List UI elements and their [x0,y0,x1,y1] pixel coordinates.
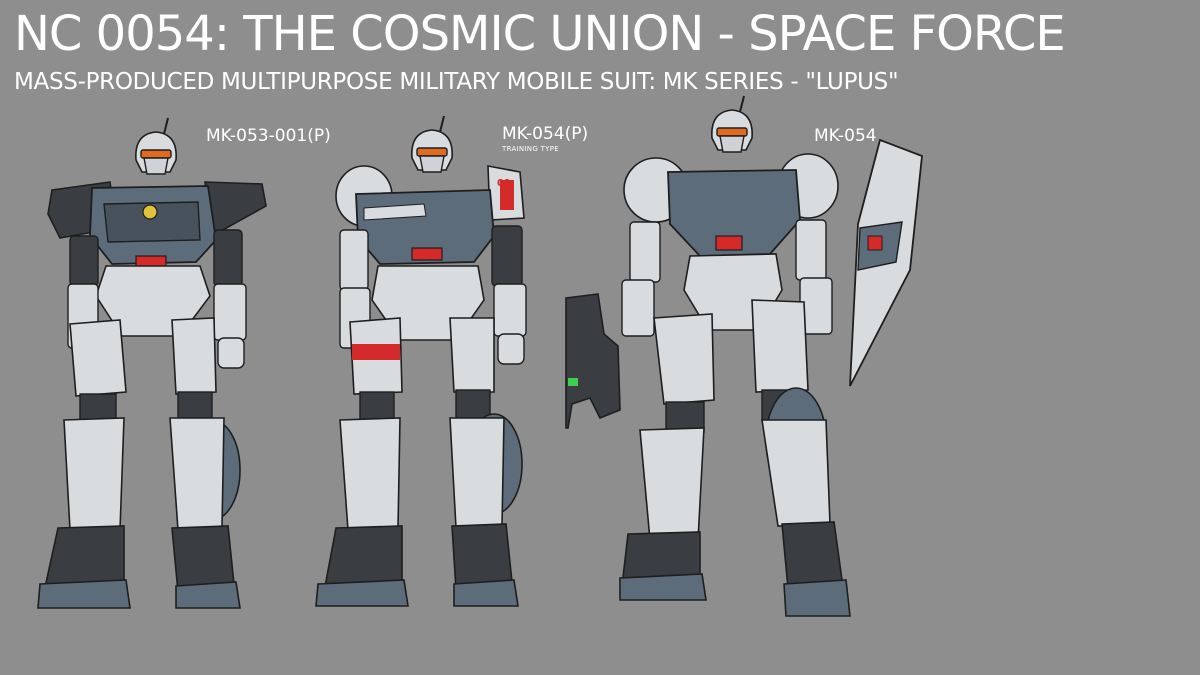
unit-note-training-type: TRAINING TYPE [502,145,559,153]
mech-mk-054p [315,115,527,607]
mech-mk-053-001p [37,117,267,609]
sheet-subtitle: MASS-PRODUCED MULTIPURPOSE MILITARY MOBI… [14,69,899,95]
unit-label-mk-054p: MK-054(P) [502,124,589,144]
shoulder-marking: 01 [497,178,511,189]
sheet-title: NC 0054: THE COSMIC UNION - SPACE FORCE [14,6,1066,62]
unit-label-mk-053-001p: MK-053-001(P) [206,126,331,146]
mech-mk-054 [565,95,923,617]
unit-label-mk-054: MK-054 [814,126,877,146]
